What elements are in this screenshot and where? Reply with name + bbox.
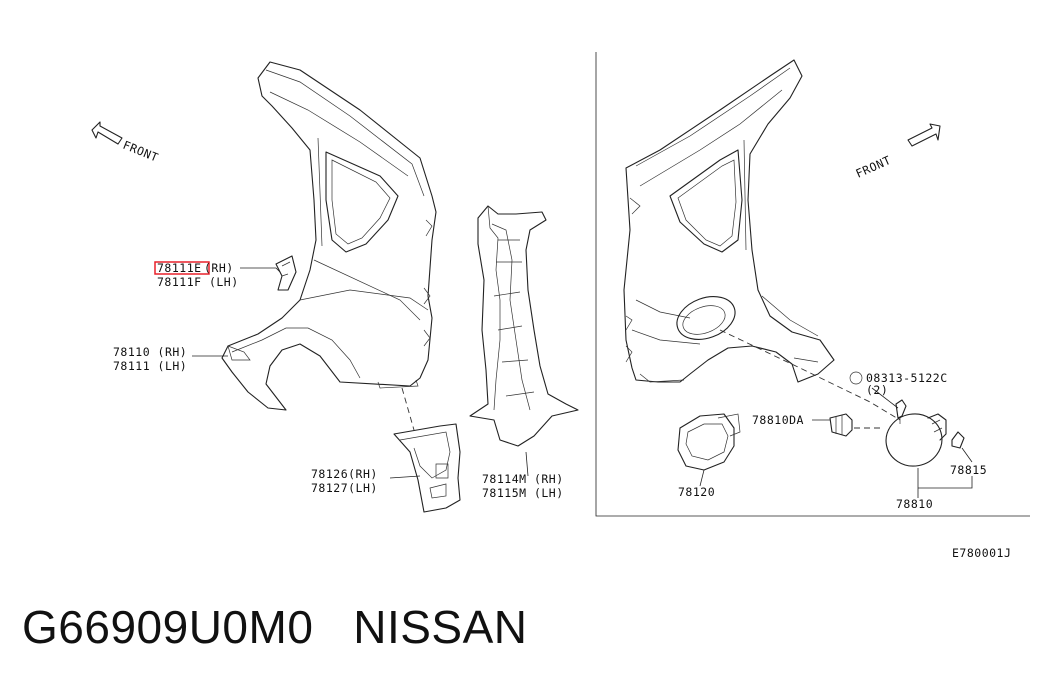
label-front-left: FRONT	[121, 138, 161, 165]
rear-fender-panel-right	[623, 59, 835, 383]
label-front-right: FRONT	[854, 153, 894, 181]
label-78810da: 78810DA	[752, 413, 804, 427]
diagram-code: E780001J	[952, 546, 1011, 560]
lower-extension-78126	[393, 423, 461, 513]
clip-78815	[951, 431, 965, 449]
leader-78111	[240, 267, 281, 273]
label-78111: 78111 (LH)	[113, 359, 187, 373]
label-78111e-side: (RH)	[204, 261, 234, 275]
label-78110: 78110 (RH)	[113, 345, 187, 359]
part-number-footer: G66909U0M0 NISSAN	[22, 601, 528, 653]
rear-fender-panel-left	[221, 61, 437, 411]
filler-base-78120	[677, 413, 741, 471]
front-arrow-left-icon	[91, 121, 123, 145]
label-78111e: 78111E	[157, 261, 202, 275]
label-78114m: 78114M (RH)	[482, 472, 564, 486]
bracket-78111	[275, 255, 297, 291]
leader-78810	[917, 468, 973, 498]
leader-78815	[961, 447, 973, 463]
fuel-lid-78810	[885, 413, 947, 467]
leader-08313	[871, 387, 899, 409]
label-78810: 78810	[896, 497, 933, 511]
leader-78120	[699, 469, 705, 487]
panel-divider	[595, 52, 1030, 517]
plug-78810da	[829, 413, 853, 437]
front-arrow-right-icon	[907, 123, 941, 147]
label-78126: 78126(RH)	[311, 467, 378, 481]
leader-78126	[389, 475, 421, 479]
label-78115m: 78115M (LH)	[482, 486, 564, 500]
label-08313: 08313-5122C	[866, 371, 948, 385]
label-78111f: 78111F (LH)	[157, 275, 239, 289]
inner-pillar-78114m	[469, 205, 579, 447]
highlight-box-78111e	[154, 261, 210, 275]
dashed-link-filler	[719, 329, 901, 421]
parts-diagram: FRONT FRONT 78111E (RH) 78111F (LH) 7811…	[91, 52, 1030, 560]
dashed-link-lower	[401, 387, 415, 431]
screw-08313	[849, 371, 907, 424]
leader-78114m	[525, 451, 529, 477]
label-78815: 78815	[950, 463, 987, 477]
label-78120: 78120	[678, 485, 715, 499]
label-78127: 78127(LH)	[311, 481, 378, 495]
label-08313-qty: (2)	[866, 383, 888, 397]
